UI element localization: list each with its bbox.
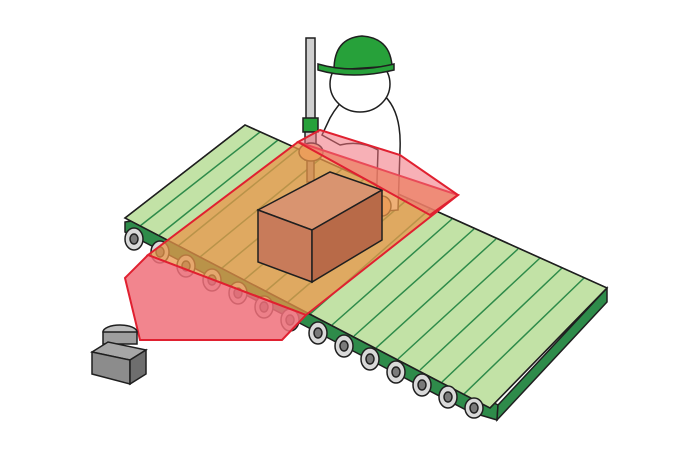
roller bbox=[412, 373, 432, 397]
tool-collar bbox=[302, 117, 319, 133]
helmet-brim bbox=[317, 62, 395, 76]
roller bbox=[464, 397, 484, 419]
workpiece-box bbox=[256, 171, 384, 284]
safety-helmet bbox=[333, 35, 393, 71]
sensor-body-side bbox=[129, 348, 147, 386]
conveyor-side-panel-right bbox=[496, 286, 608, 423]
tool-shaft-upper bbox=[305, 37, 316, 121]
roller bbox=[334, 334, 354, 358]
detection-zone-side bbox=[123, 253, 308, 341]
box-side bbox=[311, 188, 383, 284]
roller bbox=[360, 347, 380, 371]
roller bbox=[124, 227, 144, 251]
roller bbox=[438, 385, 458, 409]
roller bbox=[386, 360, 406, 384]
detection-zone-upper bbox=[295, 128, 460, 217]
roller bbox=[308, 321, 328, 345]
area-sensor bbox=[90, 324, 148, 386]
